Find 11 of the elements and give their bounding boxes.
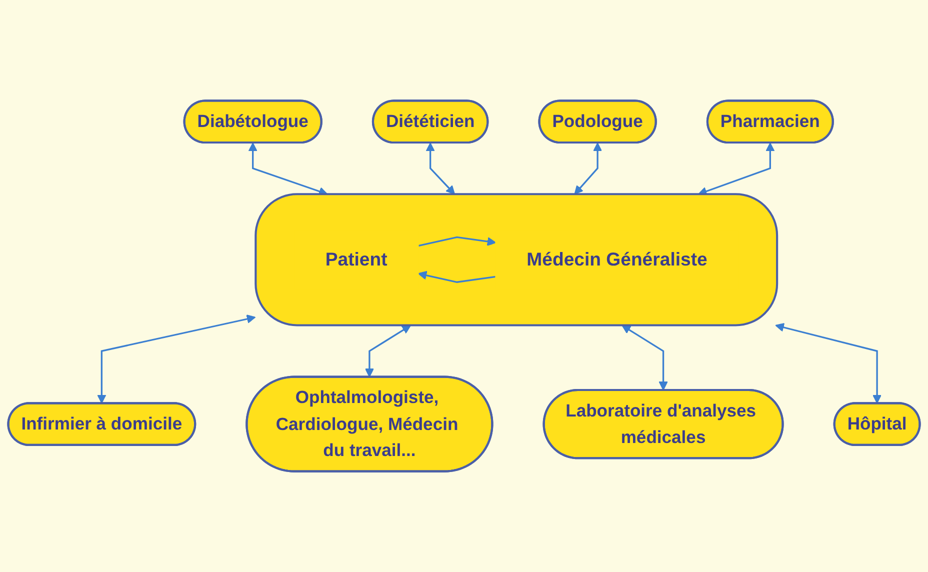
arrow (364, 325, 412, 378)
node-text: Médecin Généraliste (526, 248, 708, 270)
arrow (775, 322, 882, 404)
arrow (426, 142, 456, 195)
cluster (254, 193, 778, 326)
arrow (418, 270, 496, 283)
arrow (622, 325, 668, 390)
arrow (97, 314, 256, 404)
arrow (418, 236, 496, 247)
node-text: Patient (325, 248, 388, 270)
arrow (574, 142, 602, 195)
